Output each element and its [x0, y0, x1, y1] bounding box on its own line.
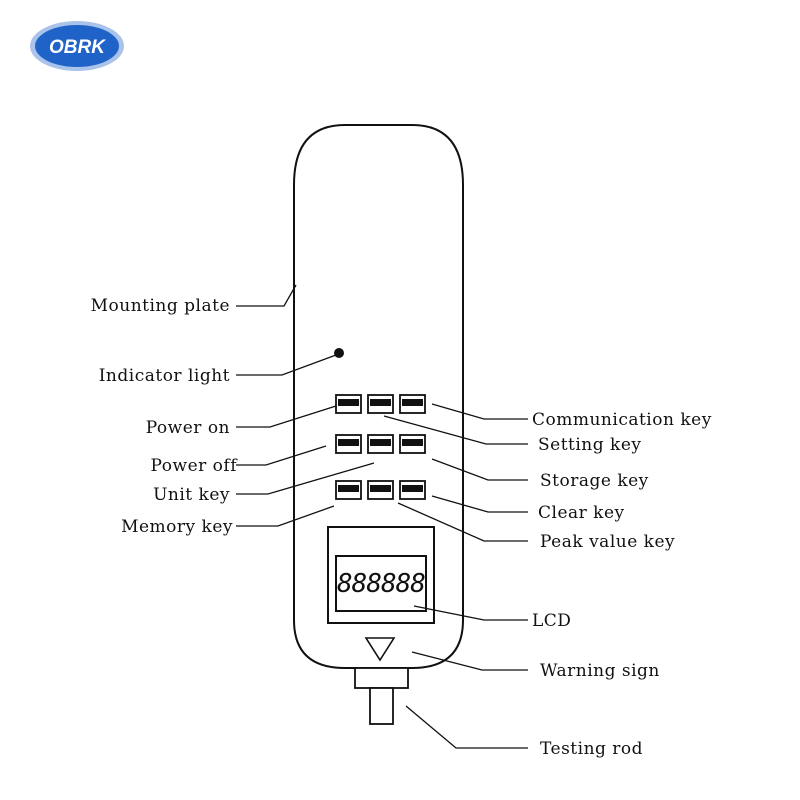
- label-power-off: Power off: [151, 456, 239, 476]
- label-indicator-light: Indicator light: [99, 366, 230, 386]
- power-on-button[interactable]: [335, 394, 362, 414]
- label-lcd: LCD: [532, 611, 571, 631]
- label-warning-sign: Warning sign: [540, 661, 660, 681]
- brand-logo: OBRK: [30, 21, 124, 71]
- label-unit-key: Unit key: [153, 485, 230, 505]
- indicator-light: [334, 348, 344, 358]
- key-row-1: [335, 394, 426, 414]
- communication-key-button[interactable]: [399, 394, 426, 414]
- setting-key-button[interactable]: [367, 434, 394, 454]
- label-setting-key: Setting key: [538, 435, 642, 455]
- peak-value-key-button[interactable]: [367, 480, 394, 500]
- leader-lines: [236, 284, 528, 749]
- lcd-readout: 888888: [337, 569, 425, 599]
- label-testing-rod: Testing rod: [540, 739, 643, 759]
- key-row-3: [335, 480, 426, 500]
- label-peak-value-key: Peak value key: [540, 532, 675, 552]
- testing-rod: [354, 667, 409, 725]
- unit-key-button[interactable]: [367, 394, 394, 414]
- label-memory-key: Memory key: [121, 517, 233, 537]
- label-mounting-plate: Mounting plate: [91, 296, 230, 316]
- label-storage-key: Storage key: [540, 471, 649, 491]
- storage-key-button[interactable]: [399, 434, 426, 454]
- label-clear-key: Clear key: [538, 503, 625, 523]
- label-communication-key: Communication key: [532, 410, 712, 430]
- clear-key-button[interactable]: [399, 480, 426, 500]
- lcd-screen: [335, 555, 427, 612]
- lcd-module: 888888: [327, 526, 435, 624]
- key-row-2: [335, 434, 426, 454]
- power-off-button[interactable]: [335, 434, 362, 454]
- warning-sign-icon: [364, 637, 396, 662]
- memory-key-button[interactable]: [335, 480, 362, 500]
- logo-badge: [35, 25, 119, 67]
- label-power-on: Power on: [146, 418, 230, 438]
- logo-text: OBRK: [49, 37, 106, 58]
